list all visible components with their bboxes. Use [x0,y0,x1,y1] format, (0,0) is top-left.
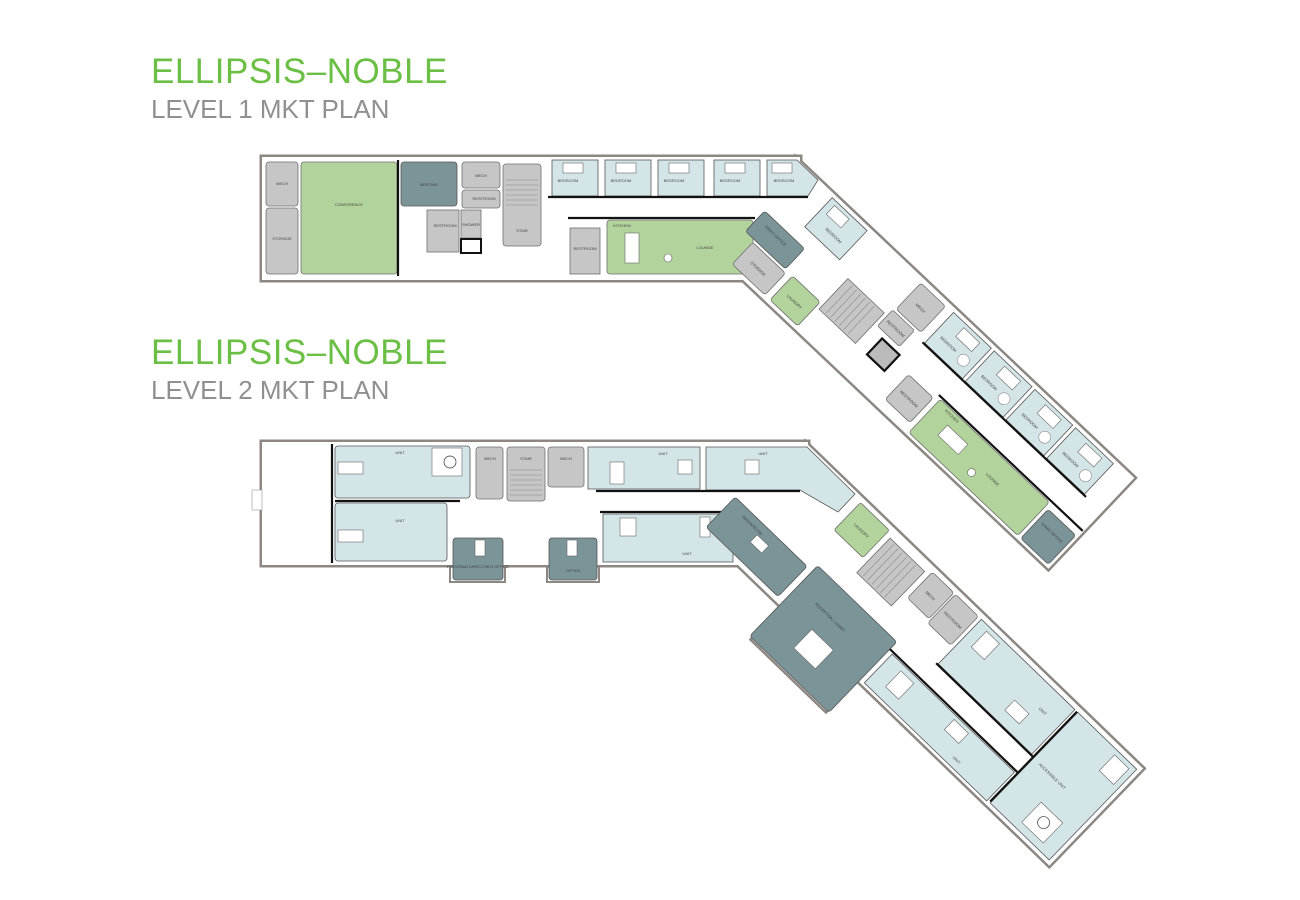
room-bedroom: BEDROOM [604,159,652,197]
room-restroom: RESTROOM [886,375,933,422]
room-staff-office: STAFF OFFICE [746,211,804,269]
room-label: MECH [924,590,936,602]
level2-title: ELLIPSIS–NOBLE [151,333,448,372]
room-label: RESTROOM [573,246,596,251]
room-stair: STAIR [506,446,546,502]
entry-door [251,489,263,511]
room-label: STAIR [520,456,532,461]
room-label: UNIT [682,551,692,556]
room-label: UNIT [658,451,668,456]
room-label: MECH [276,181,288,186]
room-unit: UNIT [937,618,1076,755]
room-label: SHOWER [462,222,480,227]
room-bedroom: BEDROOM [804,197,868,261]
room-label: MEETING [420,182,438,187]
elevator [865,336,902,373]
room-restroom: RESTROOM [461,189,501,209]
room-reception-lobby: RECEPTION / LOBBY [750,566,897,712]
room-unit: UNIT [587,446,701,490]
room-label: UNIT [1038,706,1049,716]
room-label: STAIR [516,228,528,233]
room-unit: UNIT [334,502,448,562]
room-program-directors-office: PROGRAM DIRECTOR'S OFFICE [447,537,509,581]
room-label: LOUNGE [697,245,714,250]
room-label: BEDROOM [664,178,685,183]
room-stair: STAIR [502,163,542,247]
room-label: BEDROOM [611,178,632,183]
room-label: RESTROOM [433,223,456,228]
room-accessible-unit: ACCESSIBLE UNIT [989,711,1138,861]
room-bedroom: BEDROOM [964,350,1033,418]
room-label: STORAGE [272,236,292,241]
room-shower: SHOWER [460,209,482,239]
level1-subtitle: LEVEL 1 MKT PLAN [151,94,390,124]
room-mech: MECH [265,161,299,207]
room-mech: MECH [461,161,501,189]
room-unit: UNIT [602,513,734,563]
room-bedroom: BEDROOM [551,159,599,197]
room-bedroom: BEDROOM [657,159,705,197]
room-restroom: RESTROOM [426,209,460,253]
room-label: OFFICE [566,568,581,573]
room-label: RESTROOM [472,196,495,201]
room-label: UNIT [395,518,405,523]
room-mech: MECH [897,283,945,332]
room-unit: UNIT [863,653,1016,802]
room-label: MECH [484,456,496,461]
room-storage: STORAGE [733,243,785,295]
room-mech: MECH [547,446,585,488]
room-label: UNIT [758,451,768,456]
room-label: MECH [915,302,927,314]
level2-subtitle: LEVEL 2 MKT PLAN [151,375,390,405]
room-label: MECH [560,456,572,461]
room-restroom: RESTROOM [569,227,601,275]
level1-plan: MECH STORAGE CONFERENCE MEETING MECH RES… [259,153,1138,573]
room-restroom: RESTROOM [877,310,915,347]
room-office: OFFICE [548,537,598,581]
room-conference: CONFERENCE [300,161,398,275]
room-label: PROGRAM DIRECTOR'S OFFICE [447,564,509,569]
room-kitchen-lounge: KITCHEN LOUNGE [909,399,1049,535]
room-stair [856,537,926,607]
room-bedroom: BEDROOM [713,159,761,197]
room-laundry: LAUNDRY [770,276,820,326]
room-label: BEDROOM [558,178,579,183]
room-mech: MECH [475,446,504,500]
room-label: UNIT [395,450,405,455]
room-stair [818,278,885,345]
level2-plan: UNIT UNIT MECH STAIR MECH UNIT UNIT UNIT… [251,438,1147,870]
room-laundry: LAUNDRY [834,502,889,558]
room-meeting: MEETING [400,161,458,207]
room-kitchen-lounge: KITCHEN LOUNGE [606,219,754,275]
room-label: UNIT [951,755,962,765]
room-breakroom: BREAKROOM [706,497,807,596]
room-staff-office: STAFF OFFICE [1021,510,1075,564]
room-label: BEDROOM [774,178,795,183]
room-label: KITCHEN [613,223,631,228]
room-storage: STORAGE [265,207,299,275]
room-restroom: RESTROOM [928,595,978,645]
room-unit: UNIT [334,445,471,499]
room-mech: MECH [908,572,954,618]
room-label: BEDROOM [720,178,741,183]
room-label: CONFERENCE [335,202,363,207]
level1-title: ELLIPSIS–NOBLE [151,52,448,91]
room-label: MECH [475,173,487,178]
room-bedroom: BEDROOM [766,159,819,197]
